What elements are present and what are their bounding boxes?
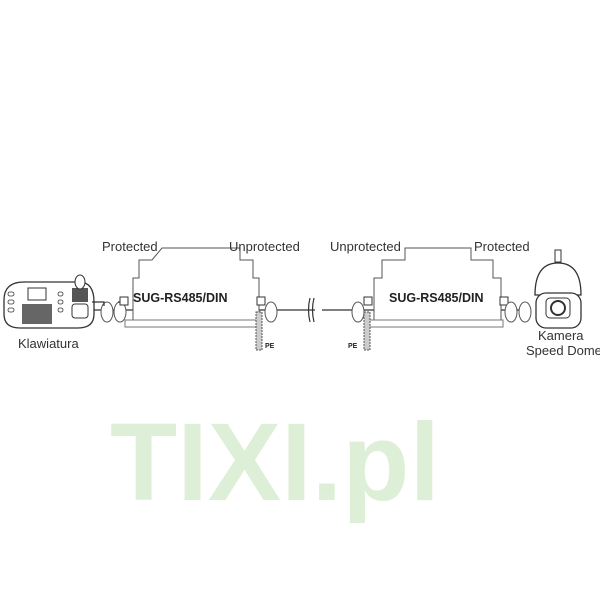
surge-protector-left [119, 247, 278, 351]
right-device-unprotected-label: Unprotected [330, 239, 401, 254]
keyboard-icon [3, 274, 95, 329]
surge-protector-right [351, 247, 532, 351]
watermark: TIXI.pl [110, 401, 440, 524]
left-pe-label: PE [265, 343, 275, 350]
camera-label-line1: Kamera [538, 328, 584, 343]
left-device-unprotected-label: Unprotected [229, 239, 300, 254]
ferrite-icon [100, 301, 114, 323]
left-device-protected-label: Protected [102, 239, 158, 254]
camera-label-line2: Speed Dome [526, 343, 600, 358]
right-device-name: SUG-RS485/DIN [389, 291, 483, 305]
left-device-name: SUG-RS485/DIN [133, 291, 227, 305]
right-pe-label: PE [348, 343, 358, 350]
keyboard-label: Klawiatura [18, 336, 79, 351]
speed-dome-camera-icon [534, 249, 582, 329]
cable-break-icon [307, 297, 315, 323]
right-device-protected-label: Protected [474, 239, 530, 254]
